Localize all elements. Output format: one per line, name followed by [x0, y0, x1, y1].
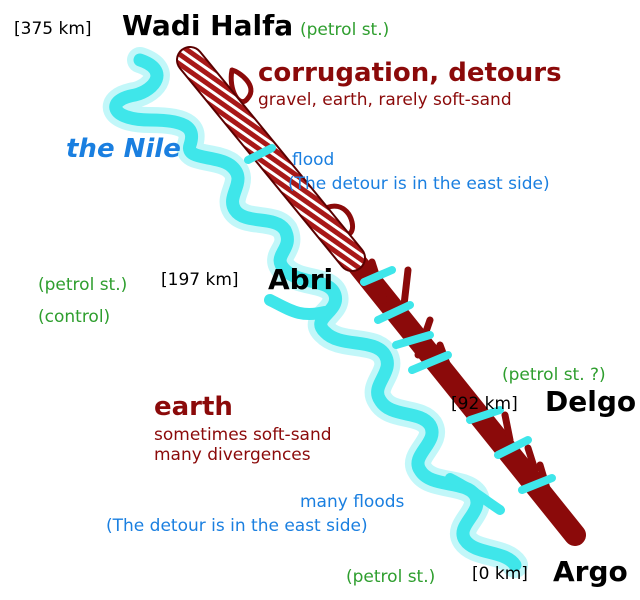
argo-petrol: (petrol st.) [346, 567, 436, 587]
river-crossings [244, 144, 556, 494]
flood-north-note: (The detour is in the east side) [288, 174, 550, 194]
delgo-name: Delgo [545, 385, 637, 418]
road-south-detail-2: many divergences [154, 445, 311, 465]
road-south-heading: earth [154, 392, 233, 422]
argo-name: Argo [553, 555, 628, 588]
wadi-halfa-petrol: (petrol st.) [300, 20, 390, 40]
nile-river [102, 47, 528, 578]
nile-label: the Nile [66, 134, 181, 164]
road-main-south [339, 244, 586, 546]
argo-distance: [0 km] [472, 564, 528, 584]
road-south-detail-1: sometimes soft-sand [154, 425, 332, 445]
wadi-halfa-distance: [375 km] [14, 19, 92, 39]
road-north-detail: gravel, earth, rarely soft-sand [258, 90, 512, 110]
wadi-halfa-name: Wadi Halfa [122, 9, 294, 42]
abri-petrol: (petrol st.) [38, 275, 128, 295]
road-north-heading: corrugation, detours [258, 58, 562, 88]
abri-name: Abri [268, 263, 334, 296]
flood-south-label: many floods [300, 492, 405, 512]
road-side-loop-north [228, 67, 254, 104]
abri-control: (control) [38, 307, 111, 327]
abri-distance: [197 km] [161, 270, 239, 290]
delgo-petrol: (petrol st. ?) [502, 365, 606, 385]
delgo-distance: [92 km] [451, 394, 518, 414]
flood-north-label: flood [292, 150, 335, 170]
flood-south-note: (The detour is in the east side) [106, 516, 368, 536]
